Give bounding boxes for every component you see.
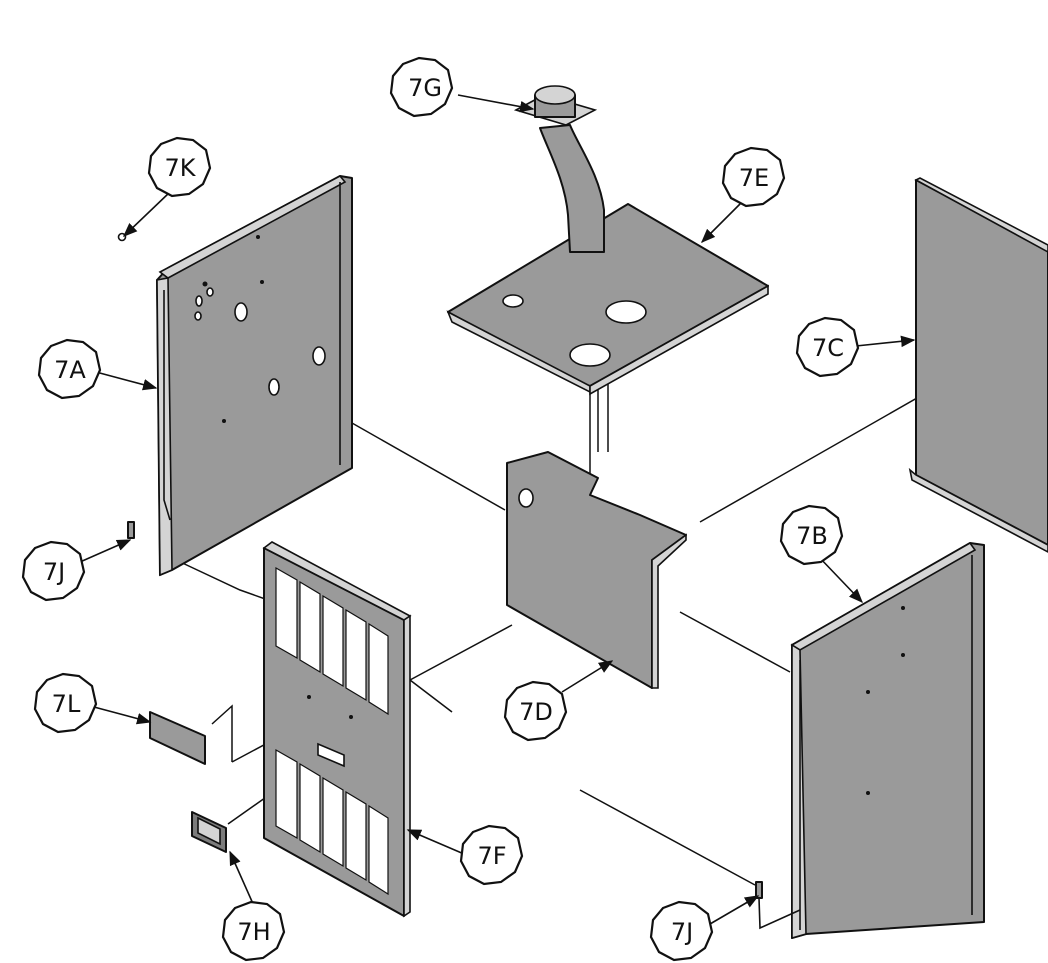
callout-label-7j-left: 7J	[43, 558, 65, 586]
callout-label-7h: 7H	[237, 918, 270, 946]
front-door-7f	[264, 542, 410, 916]
callout-7e: 7E	[723, 148, 784, 206]
callout-label-7c: 7C	[812, 334, 844, 362]
callout-7l: 7L	[35, 674, 96, 732]
callout-7b: 7B	[781, 506, 842, 564]
access-plate-7l	[150, 712, 205, 764]
callout-7f: 7F	[461, 826, 522, 884]
callout-7k: 7K	[149, 138, 210, 196]
right-side-panel-7b	[792, 543, 984, 938]
top-panel-7e	[448, 86, 768, 394]
callout-7j-left: 7J	[23, 542, 84, 600]
callout-7h: 7H	[223, 902, 284, 960]
callout-7c: 7C	[797, 318, 858, 376]
callout-7j-right: 7J	[651, 902, 712, 960]
callout-7g: 7G	[391, 58, 452, 116]
callout-label-7e: 7E	[739, 164, 769, 192]
left-side-panel-7a	[157, 176, 352, 575]
callout-label-7f: 7F	[477, 842, 506, 870]
callout-7a: 7A	[39, 340, 100, 398]
divider-panel-7d	[507, 452, 686, 688]
callout-label-7b: 7B	[796, 522, 828, 550]
callout-label-7k: 7K	[164, 154, 196, 182]
callout-label-7a: 7A	[54, 356, 86, 384]
callout-label-7g: 7G	[408, 74, 442, 102]
clip-7j-left-part	[128, 522, 134, 538]
back-panel-7c	[910, 178, 1048, 552]
callout-label-7d: 7D	[519, 698, 553, 726]
callout-7d: 7D	[505, 682, 566, 740]
handle-7h	[192, 812, 226, 852]
callout-label-7l: 7L	[52, 690, 81, 718]
callout-label-7j-right: 7J	[671, 918, 693, 946]
